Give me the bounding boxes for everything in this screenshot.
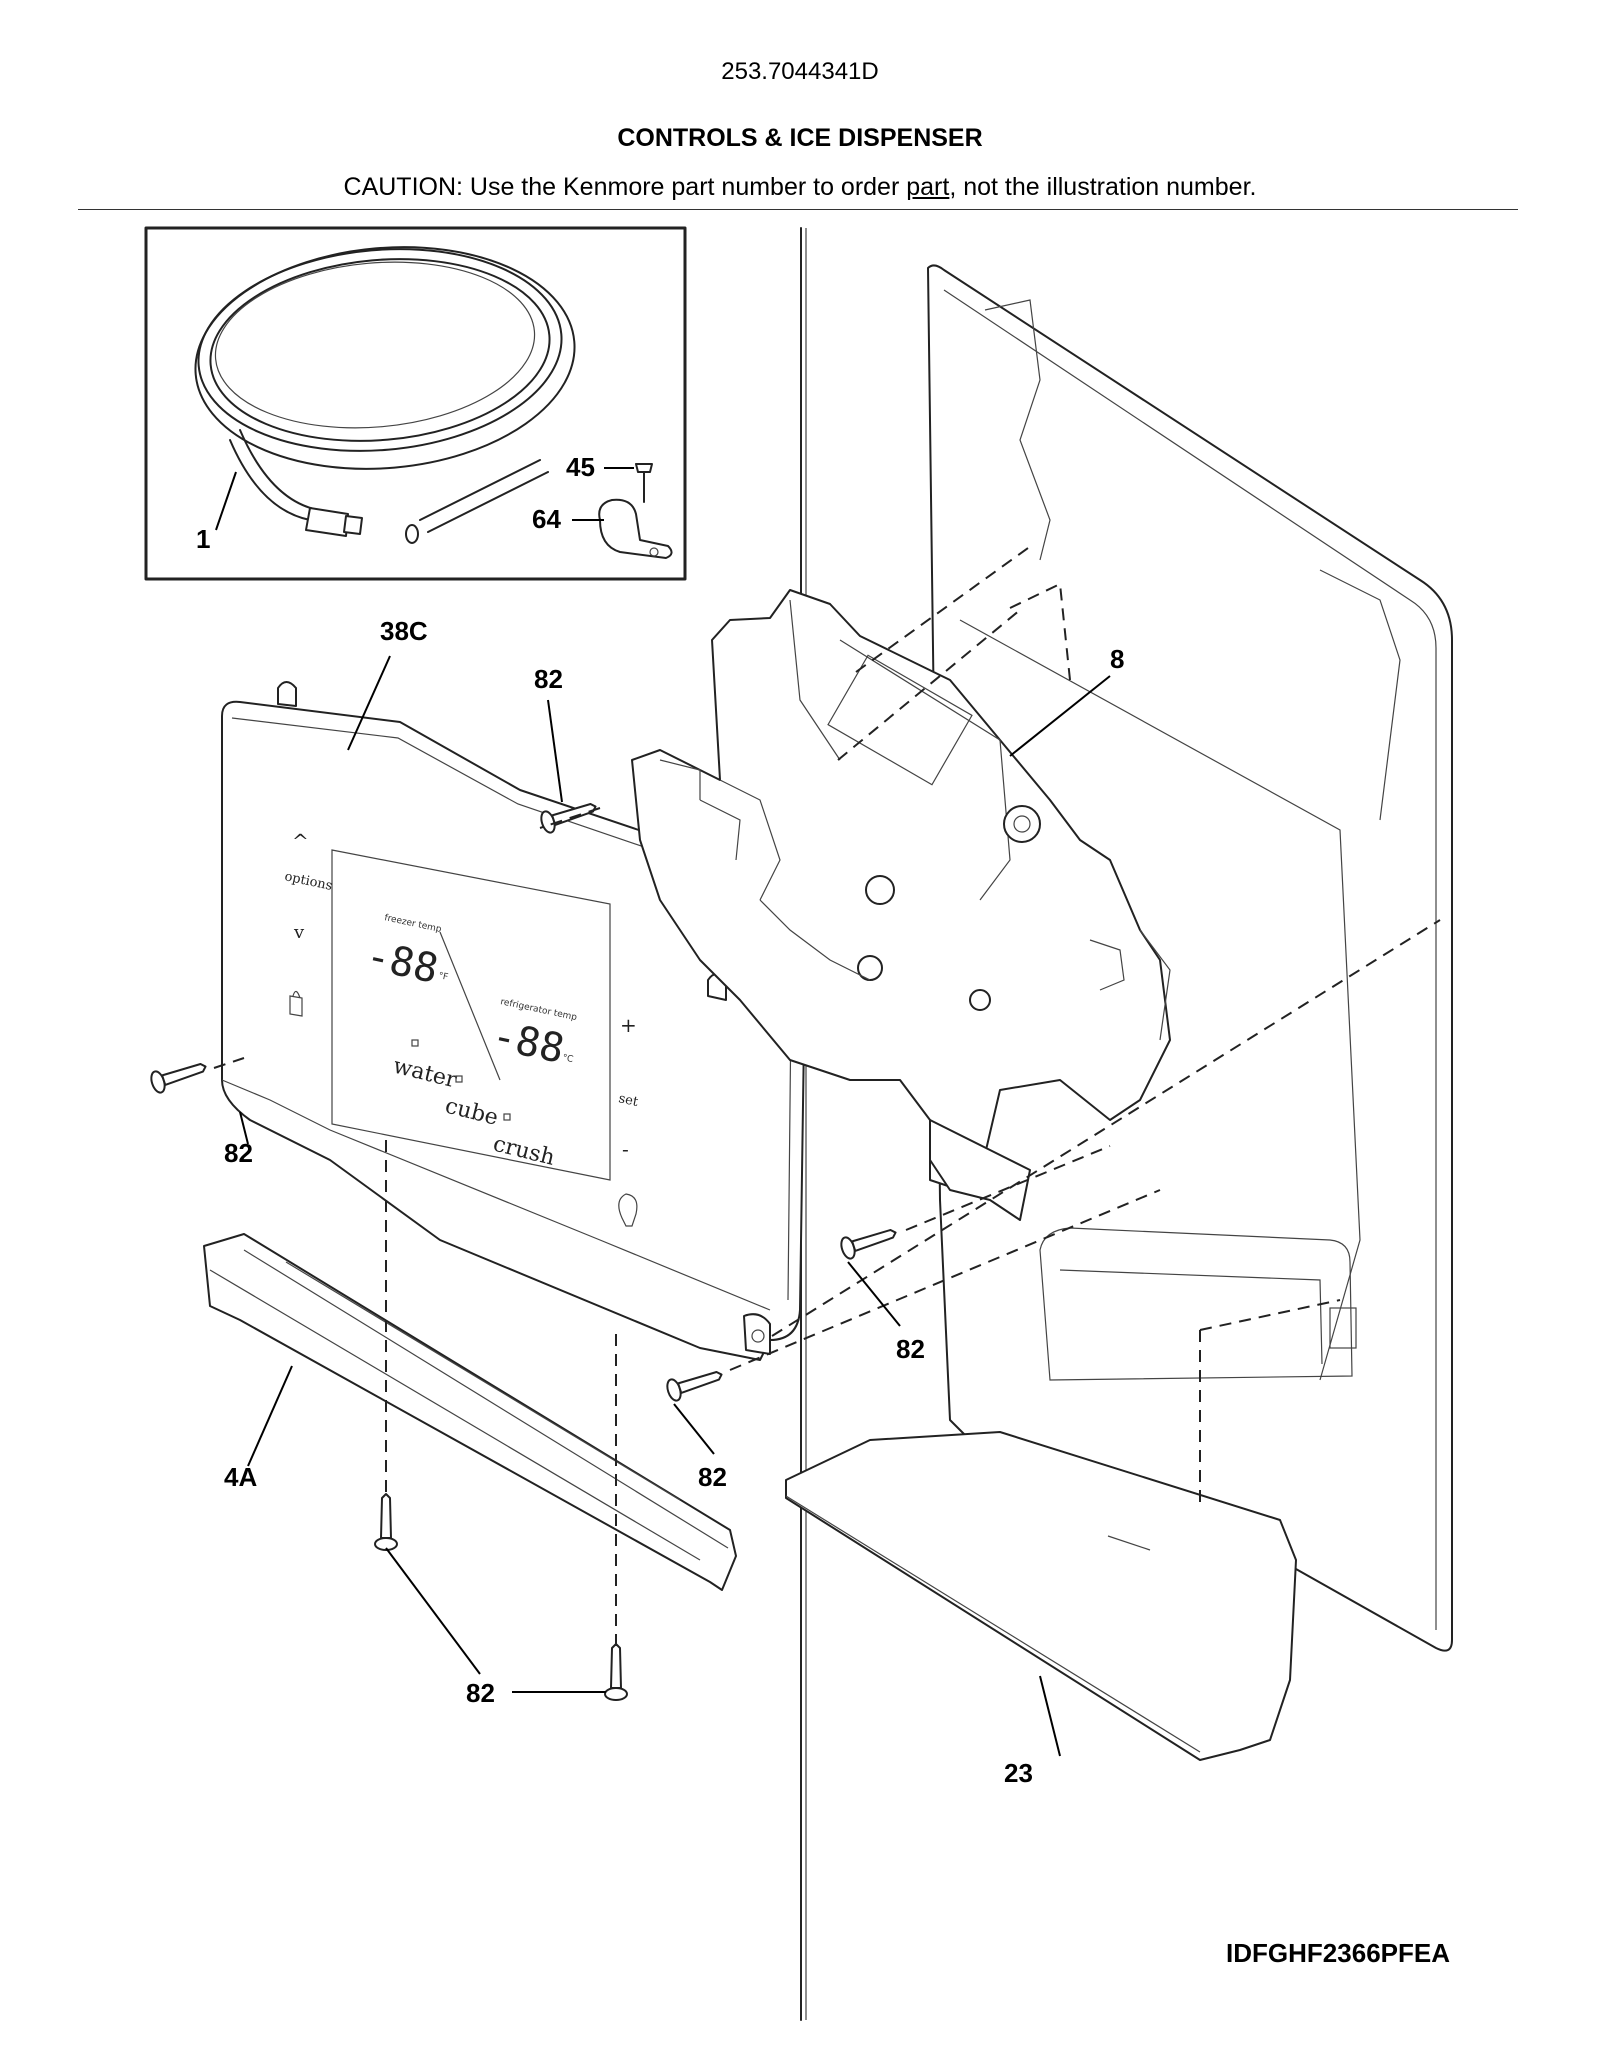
- panel-set-button: set: [617, 1091, 640, 1110]
- light-bulb-icon: [618, 1193, 638, 1227]
- screw-82-mid: [666, 1370, 723, 1402]
- part-4a-front-trim: [203, 1233, 737, 1591]
- caution-suffix: , not the illustration number.: [949, 173, 1257, 201]
- caution-part-word: part: [906, 173, 950, 201]
- caution-prefix: CAUTION: Use the Kenmore part number to …: [343, 173, 907, 201]
- callout-45: 45: [566, 452, 595, 482]
- callout-82-bottom: 82: [466, 1678, 495, 1708]
- callout-82-top: 82: [534, 664, 563, 694]
- panel-plus-button: +: [620, 1013, 637, 1037]
- panel-minus-button: -: [622, 1137, 629, 1161]
- callout-38c: 38C: [380, 616, 428, 646]
- callout-8: 8: [1110, 644, 1124, 674]
- refrigerator-door-liner: [800, 227, 1453, 2021]
- header-divider: [78, 209, 1518, 210]
- callout-23: 23: [1004, 1758, 1033, 1788]
- panel-up-arrow: ^: [292, 829, 309, 853]
- part-23-drip-tray: [785, 1431, 1297, 1761]
- callout-82-mid: 82: [698, 1462, 727, 1492]
- part-64-clamp: [598, 498, 673, 559]
- callout-4a: 4A: [224, 1462, 257, 1492]
- screw-82-right: [840, 1228, 897, 1260]
- diagram-code: IDFGHF2366PFEA: [1226, 1938, 1450, 1968]
- screw-82-left: [150, 1062, 207, 1094]
- alignment-lines: [213, 547, 1441, 1646]
- part-8-dispenser-housing: [631, 589, 1171, 1221]
- leader-lines: [215, 467, 1111, 1757]
- fridge-unit-label: °C: [561, 1053, 574, 1065]
- panel-down-arrow: v: [293, 922, 305, 943]
- model-number: 253.7044341D: [721, 58, 879, 85]
- freezer-unit-label: °F: [437, 971, 449, 983]
- callout-1: 1: [196, 524, 210, 554]
- callout-82-left: 82: [224, 1138, 253, 1168]
- callout-64: 64: [532, 504, 561, 534]
- lock-icon: [289, 990, 303, 1017]
- screw-82-trim-left: [374, 1493, 398, 1551]
- callout-82-right: 82: [896, 1334, 925, 1364]
- section-title: CONTROLS & ICE DISPENSER: [617, 124, 983, 152]
- tubing-inset-box: [144, 226, 687, 581]
- caution-line: CAUTION: Use the Kenmore part number to …: [0, 173, 1600, 202]
- screw-82-trim-right: [604, 1643, 628, 1701]
- part-45-screw: [635, 463, 653, 503]
